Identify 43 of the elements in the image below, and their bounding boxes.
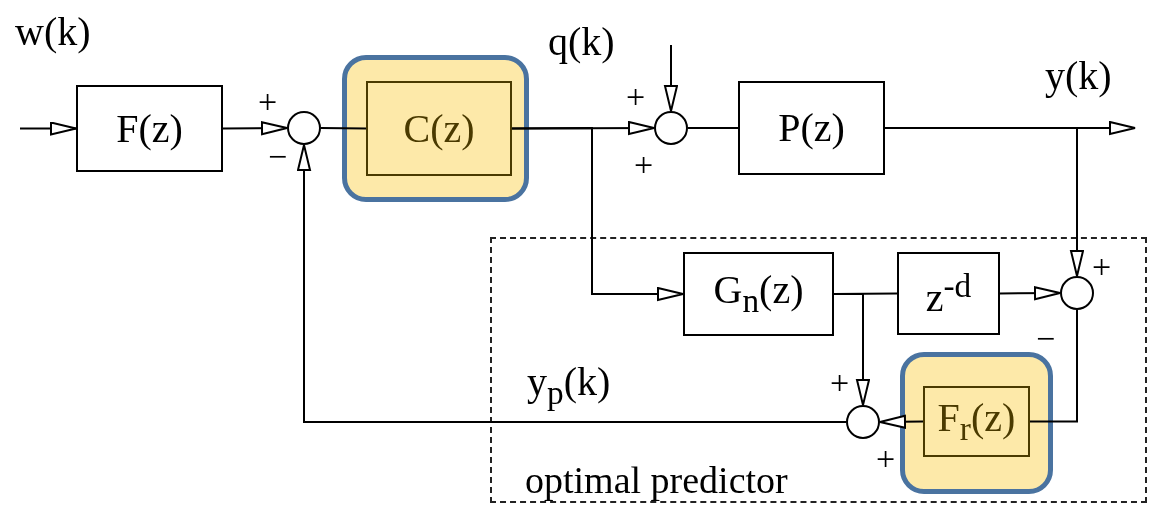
block-box <box>683 252 834 336</box>
sign-label: + <box>876 442 896 476</box>
sign-label: + <box>634 148 654 182</box>
arrow <box>511 127 684 301</box>
signal-label: w(k) <box>15 12 91 52</box>
block-box <box>897 252 1000 335</box>
signal-label: y$_{p}$(k) <box>527 362 611 410</box>
connector-line <box>1029 309 1078 423</box>
dashed-region <box>490 237 1147 503</box>
summing-junction <box>287 111 321 145</box>
block-box <box>76 85 223 172</box>
block-box <box>923 386 1030 457</box>
block-label: P(z) <box>778 108 845 148</box>
sign-label: + <box>1092 250 1112 284</box>
signal-label: q(k) <box>548 22 615 62</box>
sign-label: + <box>626 80 646 114</box>
summing-junction <box>846 405 880 439</box>
arrow <box>297 144 847 423</box>
summing-junction <box>654 111 688 145</box>
block-label: F(z) <box>116 108 183 149</box>
signal-label: y(k) <box>1045 56 1112 96</box>
summing-junction <box>1060 276 1094 310</box>
arrow <box>879 414 924 429</box>
block-label: G$_{n}$(z) <box>713 270 804 318</box>
arrow <box>999 286 1061 301</box>
arrow <box>884 127 1084 277</box>
arrow <box>222 121 288 136</box>
highlight-panel <box>342 55 529 202</box>
sign-label: + <box>258 85 278 119</box>
connector-line <box>320 127 367 130</box>
block-box <box>366 81 512 176</box>
arrow <box>664 44 678 112</box>
arrow <box>19 121 77 136</box>
highlight-panel <box>900 352 1053 494</box>
block-label: C(z) <box>403 108 475 149</box>
sign-label: + <box>830 366 850 400</box>
sign-label: − <box>1036 322 1056 356</box>
sign-label: − <box>268 140 288 174</box>
block-label: F$_{r}$(z) <box>937 397 1016 446</box>
connector-line <box>687 127 739 129</box>
block-label: z$^{-d}$ <box>925 268 972 319</box>
block-box <box>738 81 885 175</box>
region-title: optimal predictor <box>525 461 788 499</box>
